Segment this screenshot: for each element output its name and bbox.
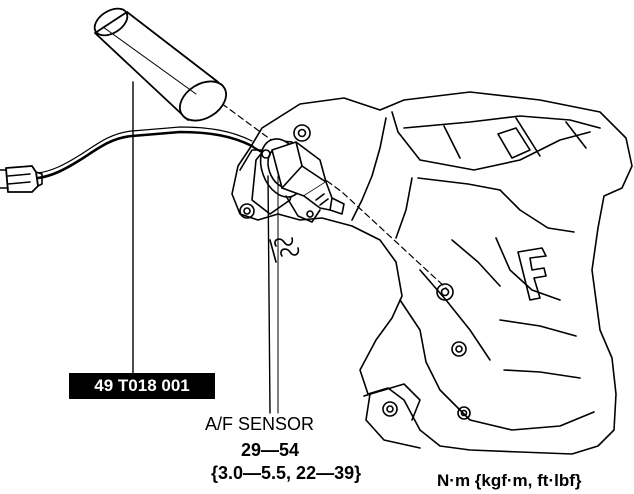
socket-tool-icon: [93, 7, 227, 122]
connector-icon: [0, 165, 43, 193]
sensor-leader-line: [267, 175, 271, 414]
sensor-harness: [36, 126, 254, 180]
tool-number-label: 49 T018 001: [69, 373, 215, 399]
af-sensor-icon: [250, 138, 345, 263]
torque-nm-label: 29—54: [241, 440, 300, 460]
leader-lines: [132, 81, 279, 414]
torque-alt-units-label: {3.0—5.5, 22—39}: [211, 463, 362, 483]
sensor-name-label: A/F SENSOR: [205, 414, 315, 434]
unit-legend: N·m {kgf·m, ft·lbf}: [437, 471, 582, 490]
